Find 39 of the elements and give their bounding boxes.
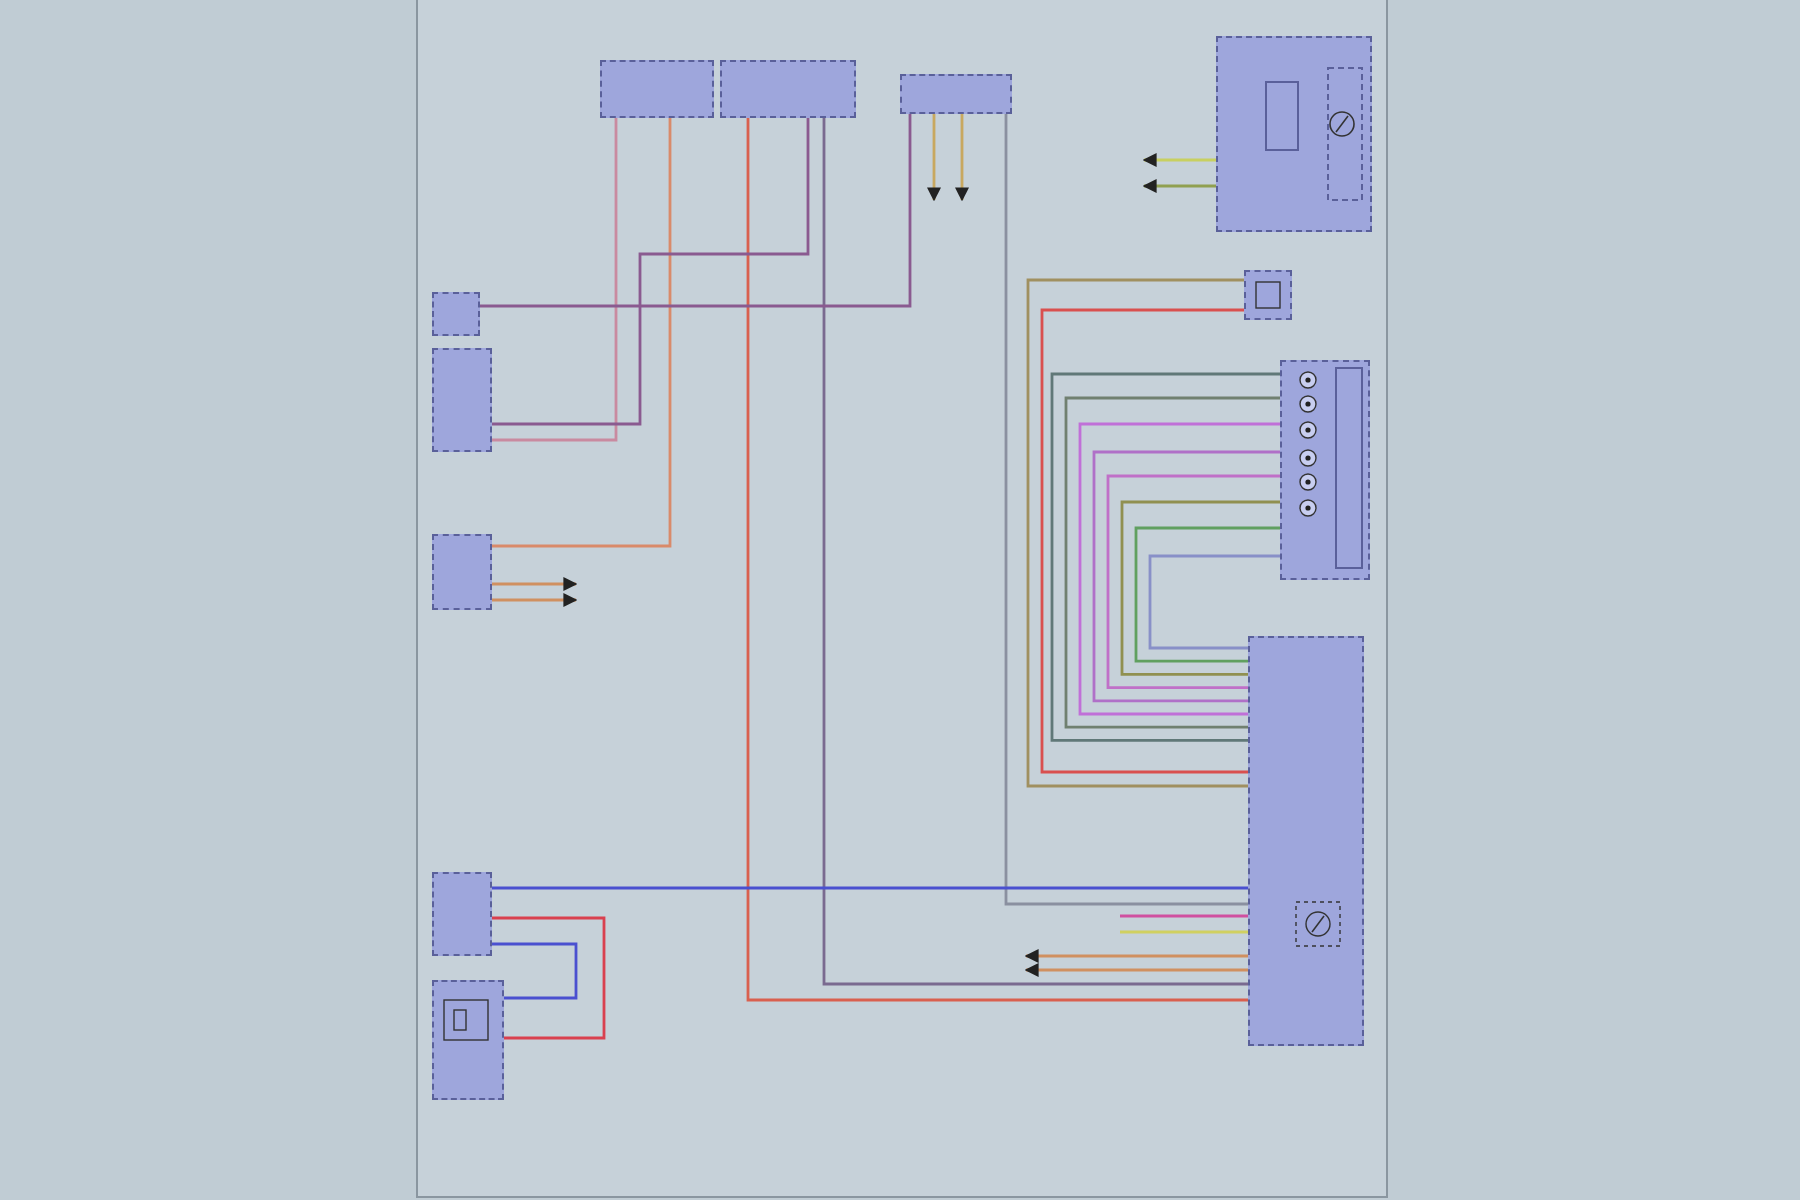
component-box [432, 292, 480, 336]
wire-arrow [1142, 153, 1216, 167]
wire-arrow [927, 114, 941, 202]
wire [1148, 554, 1280, 650]
wire [1120, 930, 1248, 934]
wire [1092, 450, 1280, 703]
wire [1120, 914, 1248, 918]
component-box [1216, 36, 1372, 232]
component-box [432, 534, 492, 610]
wire [492, 118, 618, 442]
component-box [1248, 636, 1364, 1046]
wire [1064, 396, 1280, 729]
wire [1004, 114, 1248, 906]
wire [1106, 474, 1280, 689]
wire [1120, 500, 1280, 676]
component-box [1244, 270, 1292, 320]
wire [492, 942, 578, 1000]
wire-arrow [955, 114, 969, 202]
wire-arrow [1142, 179, 1216, 193]
component-box [900, 74, 1012, 114]
component-box [432, 348, 492, 452]
wire [1050, 372, 1280, 742]
wire [492, 118, 672, 548]
wire-arrow [1024, 963, 1248, 977]
wire-arrow [492, 577, 578, 591]
wire [822, 118, 1248, 986]
wire [492, 118, 810, 426]
component-box [720, 60, 856, 118]
wire [480, 114, 912, 308]
component-box [600, 60, 714, 118]
component-box [432, 872, 492, 956]
wire-arrow [1024, 949, 1248, 963]
wire-arrow [492, 593, 578, 607]
wire [492, 886, 1248, 890]
wire [746, 118, 1248, 1002]
component-box [432, 980, 504, 1100]
wire [1134, 526, 1280, 663]
wire [492, 916, 606, 1040]
wire [1078, 422, 1280, 716]
